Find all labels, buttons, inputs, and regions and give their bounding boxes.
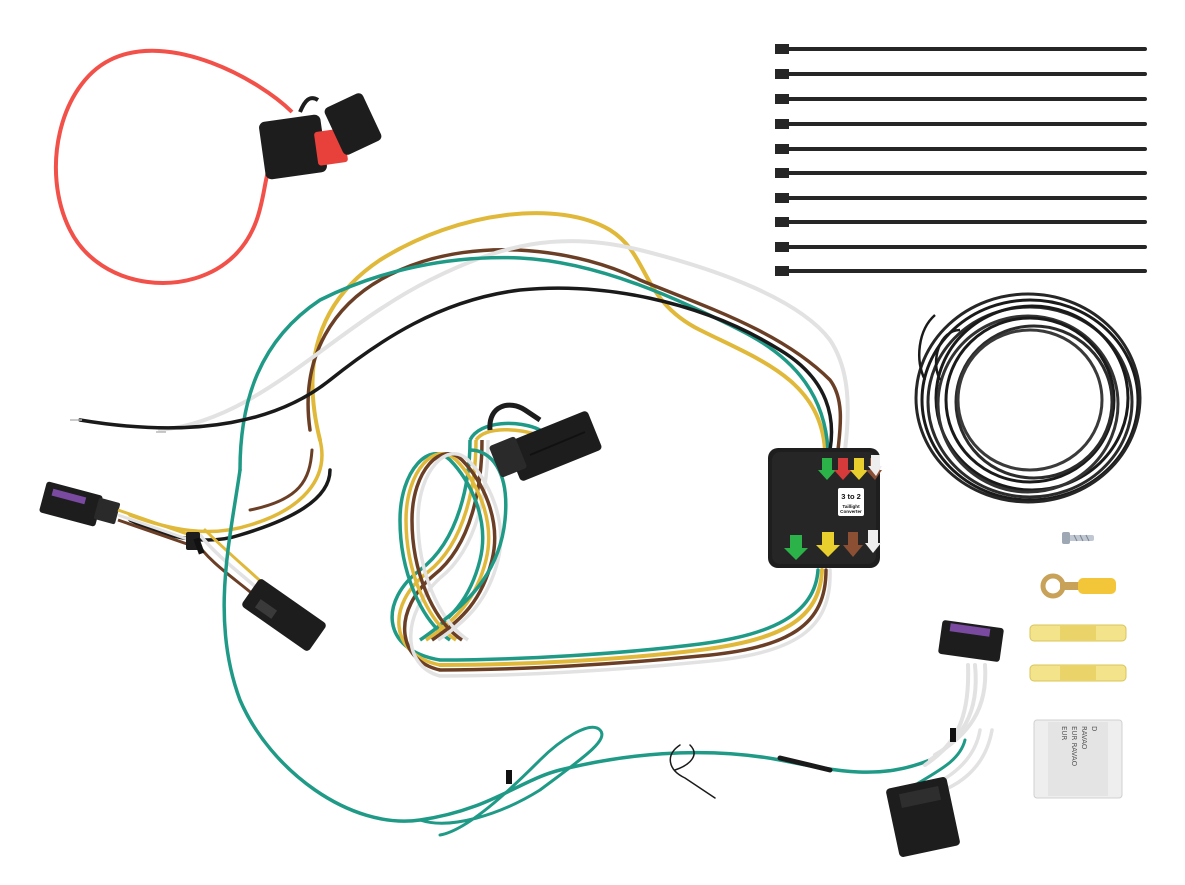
power-wire-coil — [914, 292, 1142, 504]
zip-tie — [775, 217, 1147, 227]
sticker-line-1: D — [1090, 726, 1098, 731]
zip-tie — [775, 193, 1147, 203]
zip-tie — [775, 168, 1147, 178]
4-way-flat-coil — [390, 421, 541, 678]
self-tapping-screw — [1062, 532, 1094, 544]
ring-terminal — [1040, 573, 1116, 599]
butt-connectors — [1029, 624, 1127, 682]
vehicle-connector-right-lower — [886, 777, 960, 857]
mounting-tape-label: D RAVAO EUR RAVAO EUR — [1060, 726, 1098, 767]
converter-label-top: 3 to 2 — [841, 492, 861, 501]
sticker-line-3: EUR RAVAO — [1070, 726, 1078, 767]
zip-tie — [775, 94, 1147, 104]
fuse-loop-wire — [53, 48, 294, 285]
converter-label-bottom-2: Converter — [840, 509, 862, 514]
harness-zip-tie — [506, 770, 512, 784]
wiring-harness — [78, 211, 994, 837]
sticker-line-4: EUR — [1060, 726, 1068, 741]
fuse-holder-icon — [259, 114, 327, 180]
converter-arrow-icons-bottom — [784, 530, 881, 560]
zip-tie — [775, 44, 1147, 54]
converter-label-bottom: Taillight — [842, 504, 860, 509]
zip-tie — [775, 69, 1147, 79]
zip-tie — [775, 242, 1147, 252]
harness-zip-tie — [950, 728, 956, 742]
converter-arrow-icons-top — [818, 455, 882, 480]
vehicle-connector-right-upper — [938, 620, 1004, 662]
sticker-line-2: RAVAO — [1080, 726, 1088, 750]
taillight-converter-module: 3 to 2 Taillight Converter — [768, 448, 882, 568]
wire-ends — [70, 419, 166, 433]
fuse-holder-wire — [53, 48, 382, 285]
vehicle-connector-upper-left — [39, 481, 200, 550]
zip-tie — [775, 119, 1147, 129]
harness-zip-tie — [193, 537, 205, 555]
zip-tie — [775, 266, 1147, 276]
vehicle-connector-lower-left — [242, 579, 326, 651]
zip-ties — [775, 44, 1147, 276]
4-way-flat-connector — [487, 402, 602, 481]
zip-tie — [775, 144, 1147, 154]
mounting-tape: D RAVAO EUR RAVAO EUR — [1033, 719, 1123, 799]
